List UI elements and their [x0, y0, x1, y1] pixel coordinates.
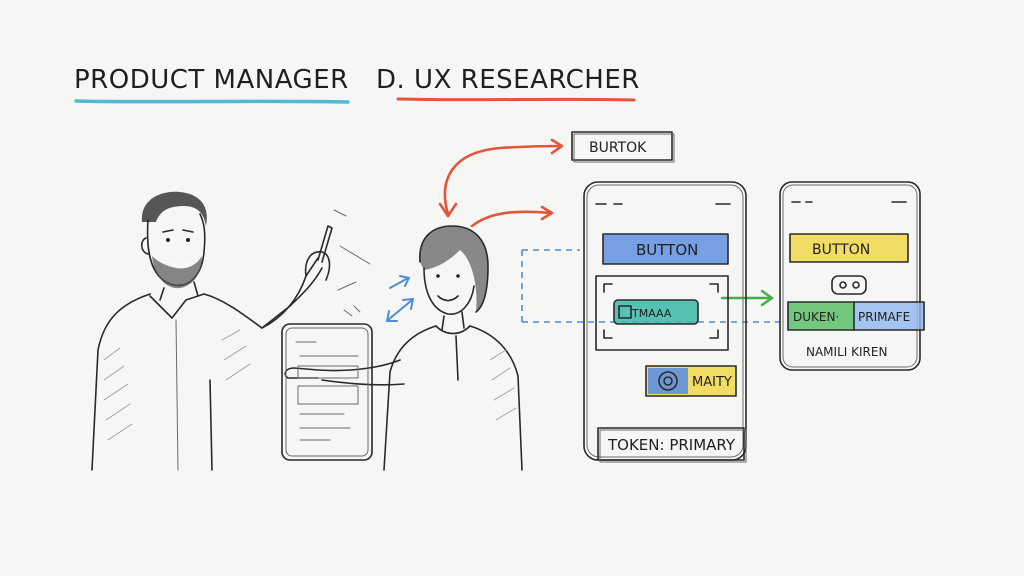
blue-button: BUTTON	[602, 233, 729, 265]
selection-frame: TMAAA	[595, 275, 729, 351]
blue-arrows	[385, 275, 415, 322]
toggle-icon	[831, 275, 867, 295]
hand-tablet	[281, 305, 373, 461]
green-arrow	[720, 289, 775, 307]
right-phone-caption: NAMILI KIREN	[806, 345, 887, 359]
ux-researcher-underline	[396, 97, 636, 102]
dashed-connector	[521, 249, 780, 323]
token-caption: TOKEN: PRIMARY	[607, 436, 736, 454]
woman-figure	[284, 225, 523, 471]
yellow-button-label: BUTTON	[812, 242, 870, 258]
blue-button-label: BUTTON	[636, 241, 698, 259]
top-label-box: BURTOK	[571, 131, 675, 163]
toggle-chip-label: MAITY	[692, 375, 732, 390]
selected-chip-label: TMAAA	[631, 307, 672, 320]
phone-left: BUTTON TMAAA MAITY TOKEN: PRI	[583, 181, 747, 463]
ux-researcher-title: D. UX RESEARCHER	[376, 65, 640, 95]
orange-arrows	[438, 138, 564, 228]
man-figure	[91, 191, 371, 471]
token-left-label: DUKEN·	[793, 310, 839, 324]
yellow-button: BUTTON	[789, 233, 909, 263]
product-manager-underline	[74, 99, 350, 104]
product-manager-title: PRODUCT MANAGER	[74, 65, 349, 95]
phone-right: BUTTON DUKEN· PRIMAFE NAMILI KIREN	[779, 181, 925, 371]
token-row: DUKEN· PRIMAFE	[787, 301, 925, 331]
token-caption-box: TOKEN: PRIMARY	[597, 427, 747, 463]
top-label-text: BURTOK	[589, 140, 647, 156]
token-right-label: PRIMAFE	[858, 310, 910, 324]
toggle-chip: MAITY	[645, 365, 737, 397]
